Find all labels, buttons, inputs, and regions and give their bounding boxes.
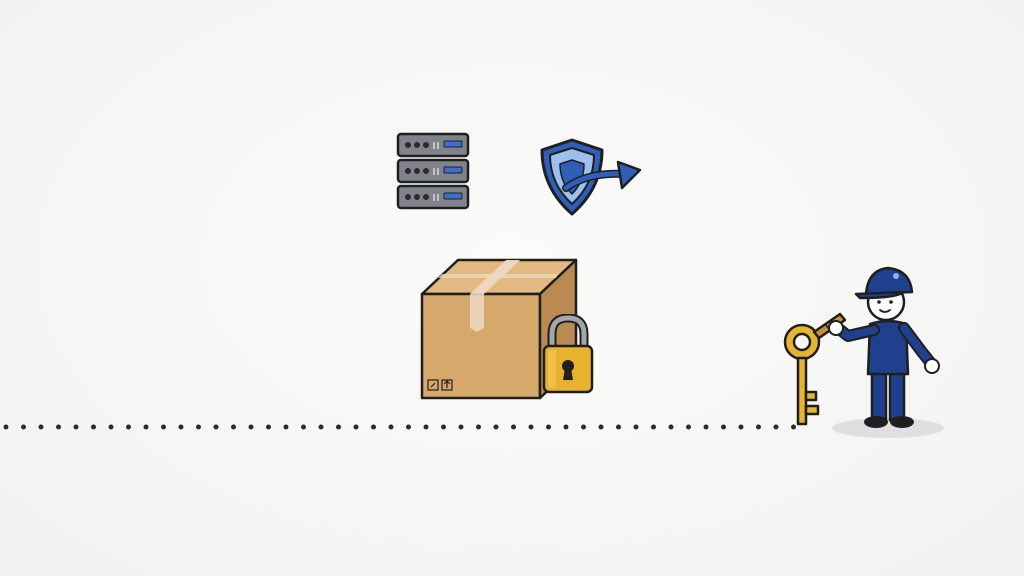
server-icon: [396, 132, 470, 210]
lock-icon: [542, 314, 594, 394]
key-icon: [783, 312, 847, 426]
shield-icon: [540, 138, 642, 216]
person-icon: [828, 266, 944, 438]
dotted-path-line: [3, 424, 799, 430]
